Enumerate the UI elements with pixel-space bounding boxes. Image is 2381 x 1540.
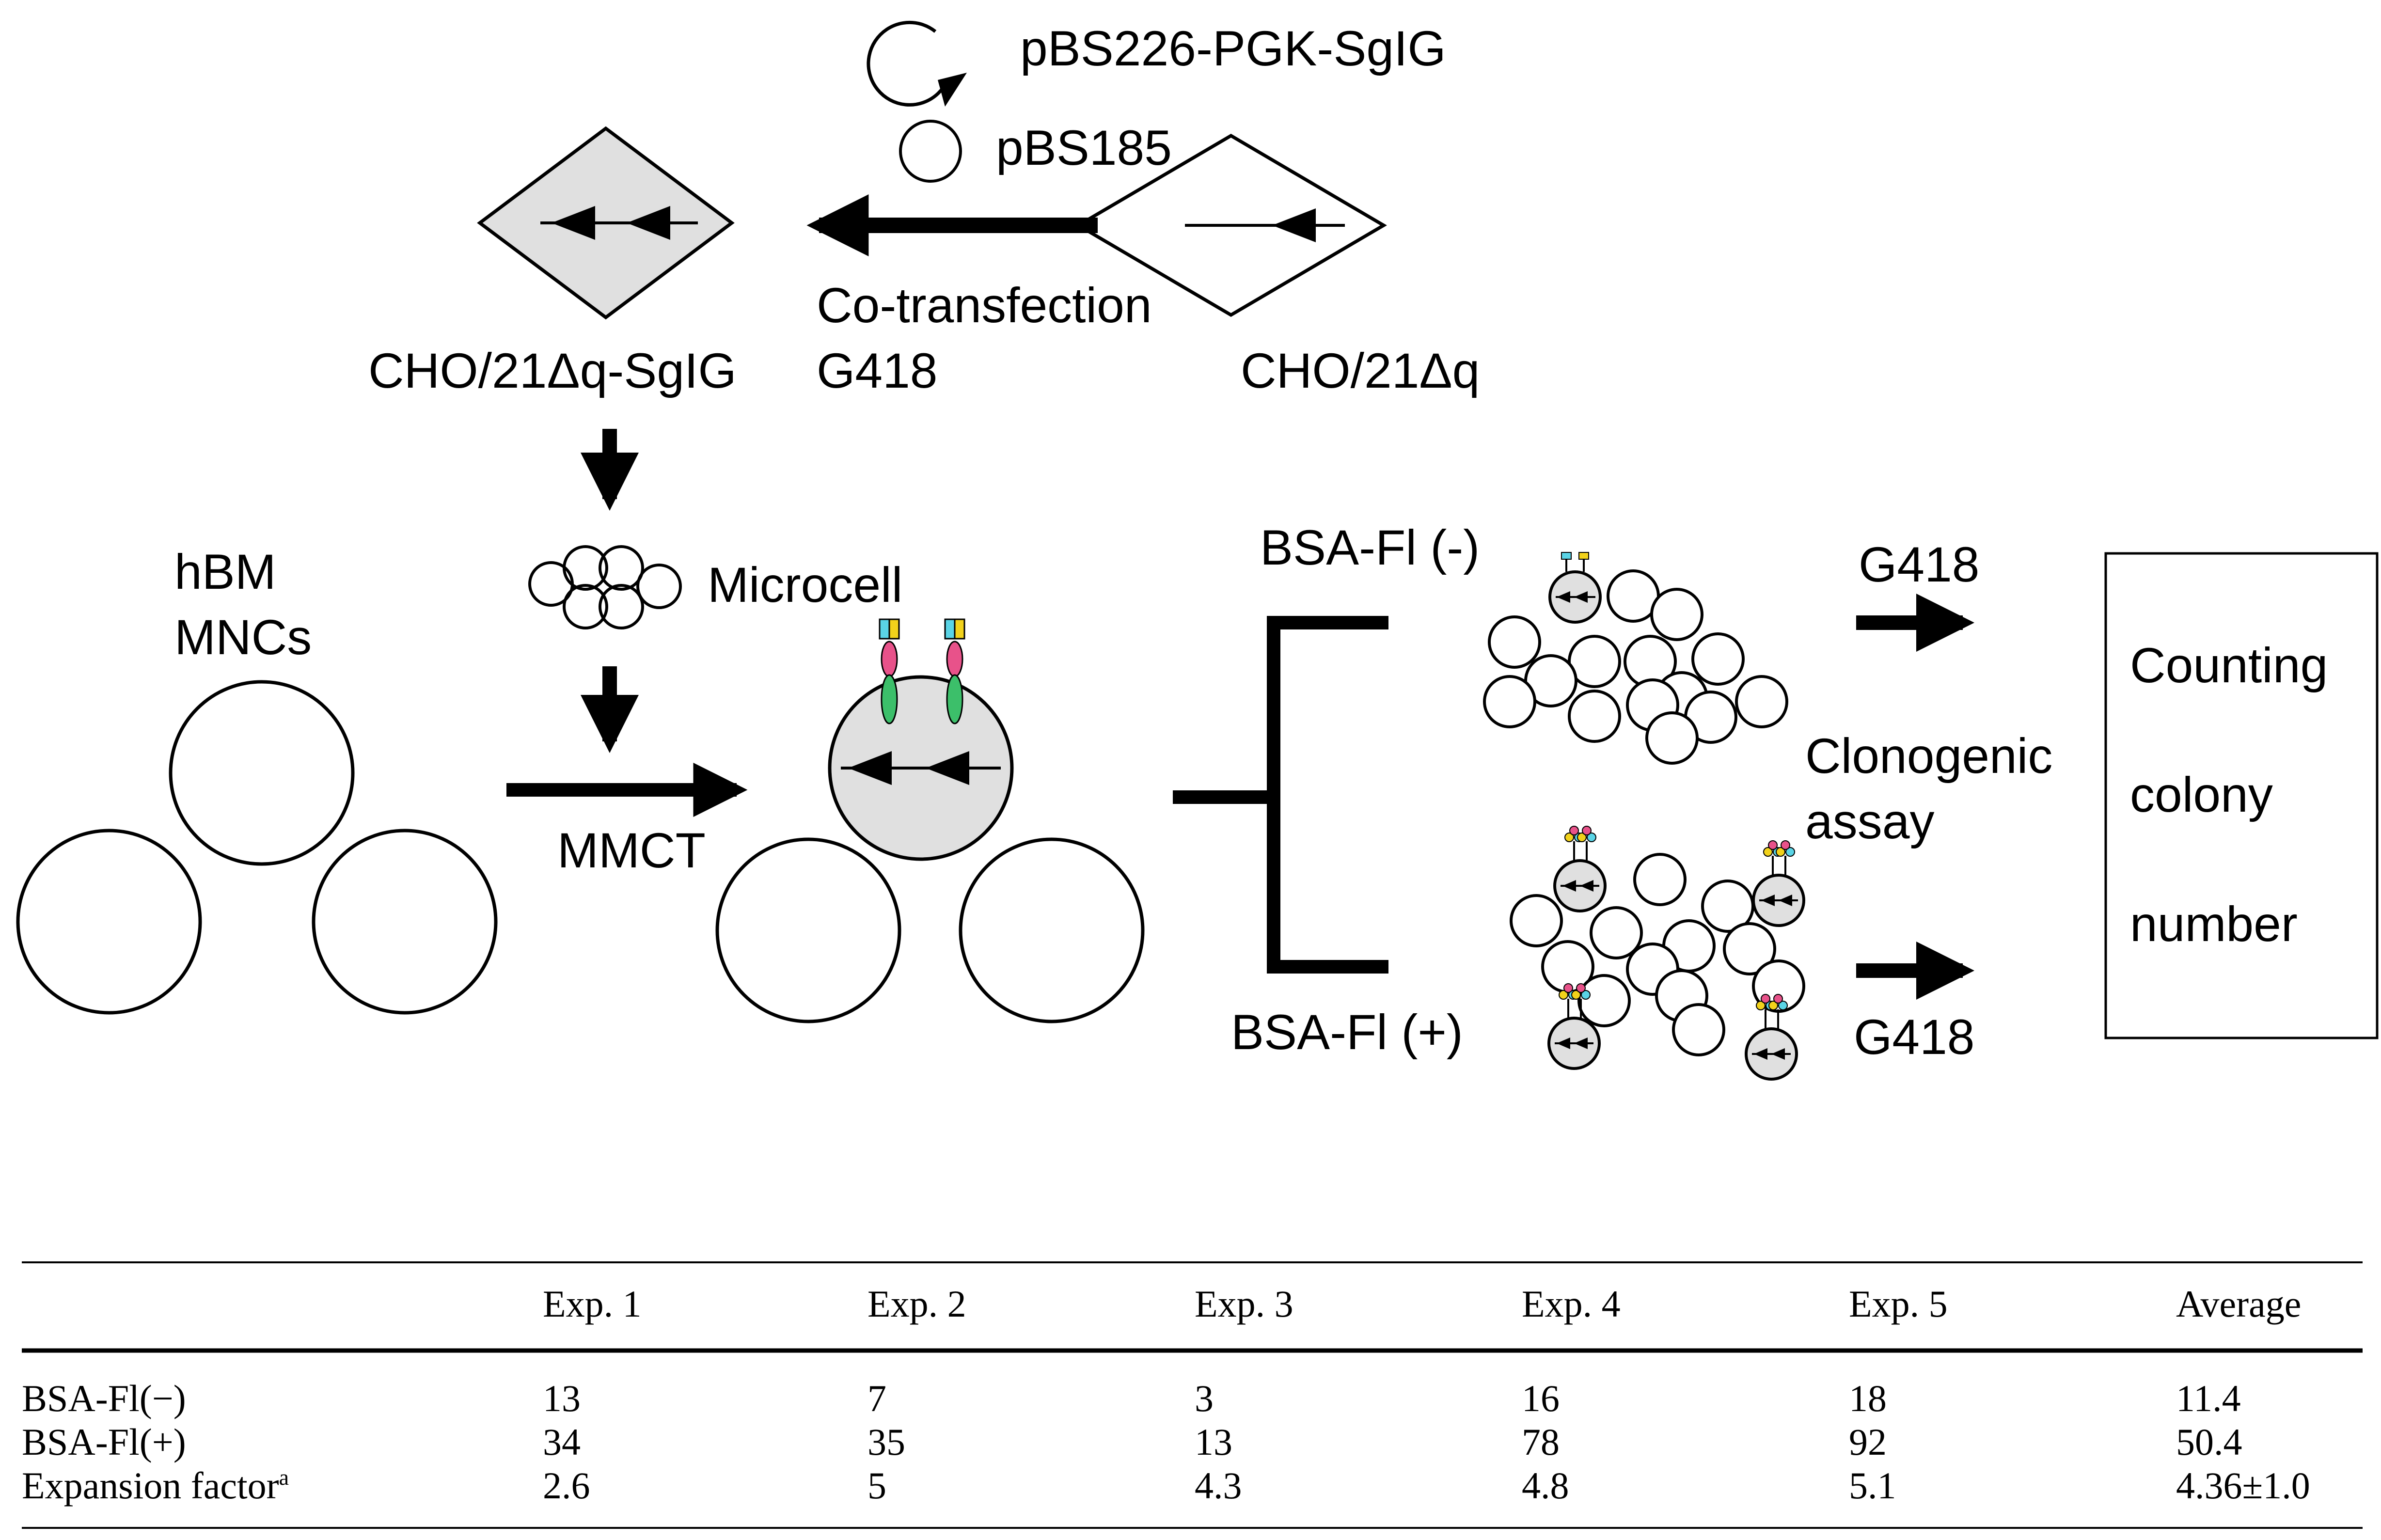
- table-row-label: Expansion factora: [22, 1464, 289, 1507]
- table-row: BSA-Fl(−) 13 7 3 16 18 11.4: [22, 1377, 2241, 1419]
- counting-label: Counting: [2130, 638, 2328, 693]
- cho-label: CHO/21Δq: [1241, 343, 1480, 398]
- cho-sgig-diamond: [477, 126, 735, 320]
- table-cell: 35: [867, 1421, 905, 1463]
- number-label: number: [2130, 896, 2298, 952]
- results-table: Exp. 1 Exp. 2 Exp. 3 Exp. 4 Exp. 5 Average BS…: [22, 1261, 2363, 1529]
- mmct-label: MMCT: [557, 823, 706, 878]
- bsa-pos-hybrid-cells: [1547, 825, 1805, 1081]
- table-cell: 4.3: [1195, 1464, 1242, 1507]
- table-cell: 92: [1849, 1421, 1887, 1463]
- counting-box: [2104, 552, 2379, 1039]
- plasmid2-icon: [899, 120, 962, 183]
- table-cell: 78: [1522, 1421, 1560, 1463]
- table-header: Exp. 1 Exp. 2 Exp. 3 Exp. 4 Exp. 5 Average: [543, 1283, 2301, 1325]
- table-header-cell: Exp. 1: [543, 1283, 642, 1325]
- cho-sgig-label: CHO/21Δq-SgIG: [368, 343, 737, 398]
- hybrid-cell: [828, 675, 1014, 861]
- table-cell: 18: [1849, 1377, 1887, 1419]
- recipient-cells: [715, 837, 1145, 1023]
- hbm-mnc-cells: [16, 680, 498, 1015]
- plasmid-icon: [867, 20, 967, 107]
- table-row-label: BSA-Fl(−): [22, 1377, 186, 1419]
- table-row: BSA-Fl(+) 34 35 13 78 92 50.4: [22, 1421, 2242, 1463]
- g418-top-label: G418: [1859, 537, 1980, 592]
- table-cell: 4.8: [1522, 1464, 1569, 1507]
- microcell-label: Microcell: [708, 557, 902, 613]
- table-cell: 5: [867, 1464, 886, 1507]
- colony-label: colony: [2130, 767, 2273, 822]
- table-cell: 13: [1195, 1421, 1232, 1463]
- table-cell: 34: [543, 1421, 581, 1463]
- table-cell: 7: [867, 1377, 886, 1419]
- table-row-label: BSA-Fl(+): [22, 1421, 186, 1463]
- plasmid1-label: pBS226-PGK-SgIG: [1020, 21, 1446, 76]
- assay-label: assay: [1805, 794, 1934, 849]
- table-cell: 2.6: [543, 1464, 590, 1507]
- plasmid2-label: pBS185: [996, 120, 1172, 175]
- hbm-label: hBM: [174, 544, 276, 599]
- bsa-pos-label: BSA-Fl (+): [1231, 1005, 1463, 1060]
- g418-bottom-label: G418: [1854, 1009, 1975, 1065]
- footnote-marker: a: [279, 1465, 289, 1490]
- clonogenic-label: Clonogenic: [1805, 728, 2052, 784]
- table-header-cell: Exp. 3: [1195, 1283, 1293, 1325]
- mncs-label: MNCs: [174, 610, 312, 665]
- bsa-neg-hybrid-cell: [1548, 552, 1602, 624]
- g418-selection-label: G418: [817, 343, 938, 398]
- bsa-pos-population: [1510, 853, 1805, 1056]
- table-row: Expansion factora 2.6 5 4.3 4.8 5.1 4.36±1.0: [22, 1464, 2310, 1507]
- table-header-cell: Exp. 4: [1522, 1283, 1621, 1325]
- table-cell: 50.4: [2176, 1421, 2242, 1463]
- cotransfection-label: Co-transfection: [817, 278, 1152, 333]
- table-cell: 3: [1195, 1377, 1214, 1419]
- table-cell: 11.4: [2176, 1377, 2241, 1419]
- table-cell: 5.1: [1849, 1464, 1896, 1507]
- table-cell: 4.36±1.0: [2176, 1464, 2310, 1507]
- bsa-neg-label: BSA-Fl (-): [1260, 520, 1480, 575]
- bsa-neg-population: [1483, 569, 1788, 765]
- table-cell: 13: [543, 1377, 581, 1419]
- table-header-cell: Average: [2176, 1283, 2301, 1325]
- microcell-cluster: [528, 545, 682, 629]
- table-cell: 16: [1522, 1377, 1560, 1419]
- table-header-cell: Exp. 2: [867, 1283, 966, 1325]
- table-header-cell: Exp. 5: [1849, 1283, 1948, 1325]
- cho-diamond: [1075, 133, 1387, 317]
- branch-bracket: [1173, 616, 1388, 974]
